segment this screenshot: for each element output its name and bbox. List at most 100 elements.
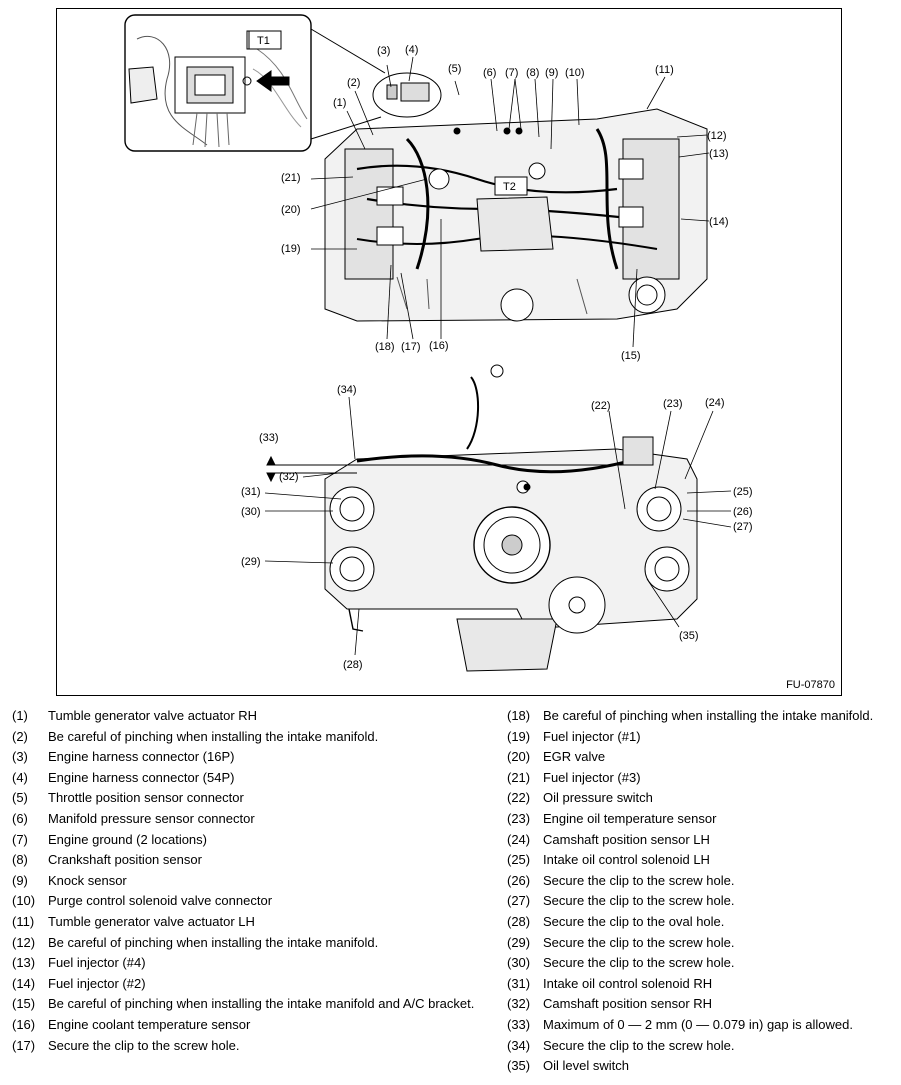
legend-item: (8)Crankshaft position sensor: [12, 850, 474, 871]
legend-number: (26): [507, 872, 531, 888]
legend-text: Camshaft position sensor LH: [543, 831, 710, 847]
callout-20: (20): [281, 204, 301, 216]
legend-text: Be careful of pinching when installing t…: [48, 996, 475, 1012]
legend-number: (9): [12, 872, 28, 888]
legend-text: Be careful of pinching when installing t…: [48, 934, 379, 950]
callout-18: (18): [375, 341, 395, 353]
callout-8: (8): [526, 67, 539, 79]
legend-text: Secure the clip to the screw hole.: [48, 1037, 240, 1053]
callout-34: (34): [337, 384, 357, 396]
legend-number: (6): [12, 810, 28, 826]
legend-item: (26) Secure the clip to the screw hole.: [507, 871, 873, 892]
legend-item: (15)Be careful of pinching when installi…: [12, 994, 474, 1015]
legend-text: Intake oil control solenoid LH: [543, 852, 710, 868]
figure-id: FU-07870: [786, 679, 835, 691]
callout-21: (21): [281, 172, 301, 184]
legend-item: (25) Intake oil control solenoid LH: [507, 850, 873, 871]
legend-text: Manifold pressure sensor connector: [48, 810, 255, 826]
legend-number: (28): [507, 913, 531, 929]
legend-number: (7): [12, 831, 28, 847]
legend-number: (18): [507, 708, 531, 723]
legend-text: Be careful of pinching when installing t…: [543, 708, 874, 723]
legend-text: Tumble generator valve actuator LH: [48, 913, 255, 929]
diagram-canvas: T1 T2 (1) (2) (3) (4) (5) (6) (7) (8) (9…: [124, 14, 753, 672]
legend-left: (1)Tumble generator valve actuator RH(2)…: [12, 706, 474, 1056]
legend-item: (24) Camshaft position sensor LH: [507, 830, 873, 851]
callout-15: (15): [621, 350, 641, 362]
callout-16: (16): [429, 340, 449, 352]
legend-text: Secure the clip to the screw hole.: [543, 934, 735, 950]
legend-number: (21): [507, 769, 531, 785]
callout-33: (33): [259, 432, 279, 444]
callout-3: (3): [377, 45, 390, 57]
legend-number: (19): [507, 728, 531, 744]
legend-item: (4)Engine harness connector (54P): [12, 768, 474, 789]
legend-item: (18) Be careful of pinching when installi…: [507, 706, 873, 727]
legend-number: (31): [507, 975, 531, 991]
callout-12: (12): [707, 130, 727, 142]
legend-text: Secure the clip to the screw hole.: [543, 955, 735, 971]
legend-item: (22) Oil pressure switch: [507, 788, 873, 809]
callout-35: (35): [679, 630, 699, 642]
legend-item: (10)Purge control solenoid valve connect…: [12, 891, 474, 912]
legend-right: (18) Be careful of pinching when installi…: [507, 706, 873, 1077]
legend-item: (34)Secure the clip to the screw hole.: [507, 1036, 873, 1057]
legend-item: (21) Fuel injector (#3): [507, 768, 873, 789]
legend-text: Camshaft position sensor RH: [543, 996, 713, 1012]
callout-10: (10): [565, 67, 585, 79]
legend-number: (11): [12, 913, 35, 929]
legend-number: (14): [12, 975, 36, 991]
legend-number: (1): [12, 708, 28, 723]
engine-wiring-diagram: T1 T2 (1) (2) (3) (4) (5) (6) (7) (8) (9…: [56, 8, 842, 696]
legend-text: Engine ground (2 locations): [48, 831, 207, 847]
legend-number: (17): [12, 1037, 36, 1053]
legend-text: Fuel injector (#2): [48, 975, 146, 991]
callout-5: (5): [448, 63, 461, 75]
legend-item: (11) Tumble generator valve actuator LH: [12, 912, 474, 933]
detail-circle-t2-source: [372, 72, 442, 118]
callout-31: (31): [241, 486, 261, 498]
legend-item: (7) Engine ground (2 locations): [12, 830, 474, 851]
legend-item: (27)Secure the clip to the screw hole.: [507, 891, 873, 912]
legend-text: Engine harness connector (54P): [48, 769, 235, 785]
legend-text: Oil pressure switch: [543, 790, 653, 806]
callout-22: (22): [591, 400, 611, 412]
legend-text: Engine coolant temperature sensor: [48, 1016, 251, 1032]
legend-item: (3)Engine harness connector (16P): [12, 747, 474, 768]
legend-text: Purge control solenoid valve connector: [48, 893, 273, 909]
legend-number: (32): [507, 996, 531, 1012]
legend-text: Oil level switch: [543, 1058, 629, 1074]
callout-32: (32): [279, 471, 299, 483]
legend-item: (23)Engine oil temperature sensor: [507, 809, 873, 830]
callout-labels: T1 T2 (1) (2) (3) (4) (5) (6) (7) (8) (9…: [241, 30, 753, 671]
callout-23: (23): [663, 398, 683, 410]
legend-number: (5): [12, 790, 28, 806]
callout-25: (25): [733, 486, 753, 498]
label-t2: T2: [503, 181, 516, 193]
legend-item: (14) Fuel injector (#2): [12, 974, 474, 995]
legend-item: (19) Fuel injector (#1): [507, 727, 873, 748]
legend-item: (16)Engine coolant temperature sensor: [12, 1015, 474, 1036]
legend-number: (25): [507, 852, 531, 868]
callout-2: (2): [347, 77, 360, 89]
legend-item: (32) Camshaft position sensor RH: [507, 994, 873, 1015]
callout-13: (13): [709, 148, 729, 160]
legend-text: Fuel injector (#1): [543, 728, 641, 744]
legend-number: (35): [507, 1058, 531, 1074]
legend-text: Secure the clip to the oval hole.: [543, 913, 725, 929]
callout-27: (27): [733, 521, 753, 533]
legend-item: (28) Secure the clip to the oval hole.: [507, 912, 873, 933]
callout-24: (24): [705, 397, 725, 409]
legend-number: (13): [12, 955, 36, 971]
legend-item: (33)Maximum of 0 — 2 mm (0 — 0.079 in) g…: [507, 1015, 873, 1036]
legend-text: Secure the clip to the screw hole.: [543, 872, 735, 888]
legend-text: Fuel injector (#3): [543, 769, 641, 785]
label-t1: T1: [257, 35, 270, 47]
t2-box: [494, 176, 528, 196]
callout-17: (17): [401, 341, 421, 353]
legend-number: (22): [507, 790, 531, 806]
t1-box: [248, 30, 282, 50]
legend-number: (24): [507, 831, 531, 847]
legend-text: Maximum of 0 — 2 mm (0 — 0.079 in) gap i…: [543, 1016, 853, 1032]
engine-top-view: [324, 108, 708, 322]
